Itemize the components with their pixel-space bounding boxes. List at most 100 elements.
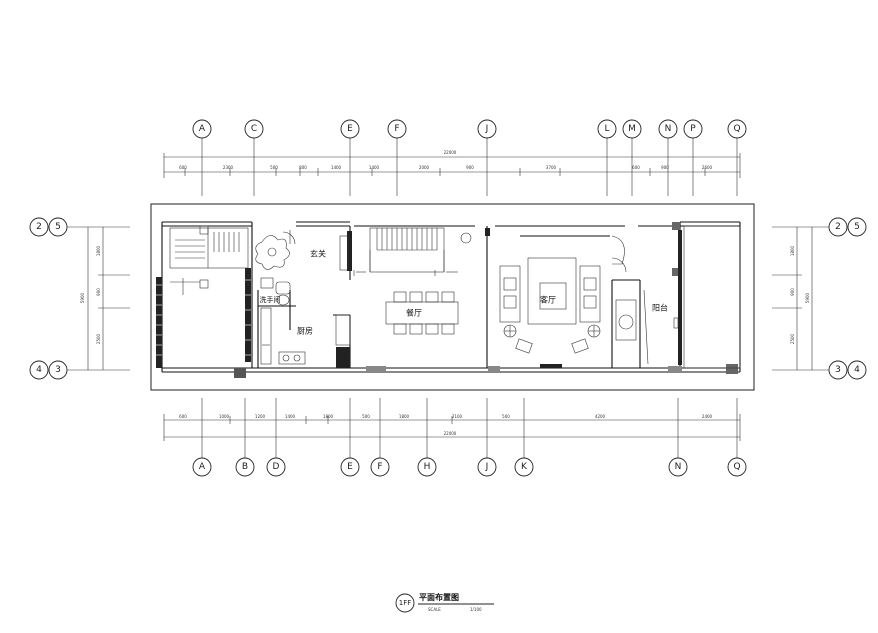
left-axis-2: 2	[29, 217, 49, 237]
bottom-axis-H: H	[417, 457, 437, 477]
left-staircase	[169, 225, 249, 295]
top-segment-dim: 900	[661, 165, 669, 170]
structural-columns	[156, 222, 738, 378]
right-axis-label: 5	[854, 222, 860, 232]
top-axis-M: M	[622, 119, 642, 139]
bottom-axis-label: Q	[733, 462, 740, 472]
bottom-axis-D: D	[266, 457, 286, 477]
top-segment-dim: 3700	[546, 165, 557, 170]
top-axis-label: M	[628, 124, 636, 134]
scale-value: 1/100	[470, 607, 482, 612]
top-axis-J: J	[477, 119, 497, 139]
room-label-dining: 餐厅	[406, 309, 422, 318]
top-axis-C: C	[244, 119, 264, 139]
left-axis-label: 2	[36, 222, 42, 232]
left-segment-dim: 1800	[96, 245, 101, 256]
room-label-entry: 玄关	[310, 249, 326, 259]
bottom-axis-E: E	[340, 457, 360, 477]
left-axis-label: 3	[55, 365, 61, 375]
right-axis-label: 4	[854, 365, 860, 375]
top-axis-label: F	[394, 124, 399, 134]
living-room-furniture	[499, 235, 627, 354]
bottom-axis-J: J	[477, 457, 497, 477]
right-segment-dim: 1800	[790, 245, 795, 256]
top-axis-label: J	[485, 124, 489, 134]
bottom-axis-B: B	[235, 457, 255, 477]
bottom-axis-label: K	[521, 462, 528, 472]
right-axis-label: 3	[835, 365, 841, 375]
room-label-kitchen: 厨房	[297, 326, 313, 336]
top-axis-N: N	[658, 119, 678, 139]
top-axis-L: L	[597, 119, 617, 139]
right-axis-5: 5	[847, 217, 867, 237]
bottom-segment-dim: 500	[502, 414, 510, 419]
bottom-segment-dim: 2100	[452, 414, 463, 419]
right-axis-2: 2	[828, 217, 848, 237]
room-label-washroom: 洗手间	[260, 295, 281, 304]
bottom-segment-dim: 1000	[219, 414, 230, 419]
top-axis-bubbles: A C E F J L M N P Q	[192, 119, 747, 139]
top-axis-label: L	[604, 124, 609, 134]
left-axis-label: 4	[36, 365, 42, 375]
top-segment-dim: 600	[179, 165, 187, 170]
top-axis-leaders	[201, 138, 738, 196]
top-axis-label: C	[251, 124, 257, 134]
bottom-axis-label: J	[485, 462, 489, 472]
bottom-axis-label: D	[273, 462, 280, 472]
top-axis-Q: Q	[727, 119, 747, 139]
top-axis-label: P	[690, 124, 696, 134]
washroom-fixtures	[260, 277, 291, 306]
center-staircase	[356, 227, 472, 273]
bottom-segment-dim: 600	[179, 414, 187, 419]
left-axis-5: 5	[48, 217, 68, 237]
top-axis-A: A	[192, 119, 212, 139]
top-segment-dim: 500	[270, 165, 278, 170]
left-total-dim: 5900	[80, 292, 85, 303]
bottom-axis-F: F	[370, 457, 390, 477]
top-segment-dim: 2600	[702, 165, 713, 170]
right-axis-label: 2	[835, 222, 841, 232]
left-axis-4: 4	[29, 360, 49, 380]
right-axis-4: 4	[847, 360, 867, 380]
bottom-axis-label: E	[347, 462, 353, 472]
top-axis-label: A	[199, 124, 206, 134]
top-axis-F: F	[387, 119, 407, 139]
left-axis-bubbles: 2 5 4 3	[29, 217, 68, 380]
top-axis-E: E	[340, 119, 360, 139]
right-axis-bubbles: 2 5 3 4	[828, 217, 867, 380]
bottom-axis-bubbles: A B D E F H J K N Q	[192, 457, 747, 477]
drawing-badge-circle	[395, 593, 415, 613]
top-axis-P: P	[683, 119, 703, 139]
bottom-axis-A: A	[192, 457, 212, 477]
drawing-title-block: 1FF 平面布置图 SCALE 1/100	[395, 592, 494, 613]
top-axis-label: E	[347, 124, 353, 134]
bottom-axis-label: B	[242, 462, 248, 472]
top-segment-dim: 2000	[419, 165, 430, 170]
top-segment-dim: 900	[466, 165, 474, 170]
bottom-segment-dim: 2400	[702, 414, 713, 419]
top-total-dimension: 22000	[444, 150, 457, 155]
plan-outer-frame	[150, 203, 755, 391]
right-axis-3: 3	[828, 360, 848, 380]
bottom-axis-label: A	[199, 462, 206, 472]
scale-label: SCALE	[428, 607, 441, 612]
bottom-segment-dim: 1400	[285, 414, 296, 419]
balcony-fixtures	[615, 289, 679, 365]
bottom-axis-Q: Q	[727, 457, 747, 477]
drawing-title: 平面布置图	[419, 592, 459, 602]
bottom-axis-N: N	[668, 457, 688, 477]
room-label-balcony: 阳台	[652, 303, 668, 313]
window-hatching	[156, 279, 251, 356]
top-segment-dim: 600	[632, 165, 640, 170]
bottom-axis-leaders	[201, 398, 738, 458]
entry-furniture	[255, 230, 349, 271]
drawing-badge: 1FF	[399, 599, 412, 607]
bottom-segment-dim: 500	[362, 414, 370, 419]
door-markers	[353, 270, 682, 372]
right-side-dimensions	[772, 226, 829, 371]
bottom-dimensions: 600 1000 1200 1400 1800 500 1800 2100 50…	[163, 414, 741, 441]
top-axis-label: N	[665, 124, 672, 134]
room-label-living: 客厅	[540, 295, 556, 305]
left-axis-3: 3	[48, 360, 68, 380]
